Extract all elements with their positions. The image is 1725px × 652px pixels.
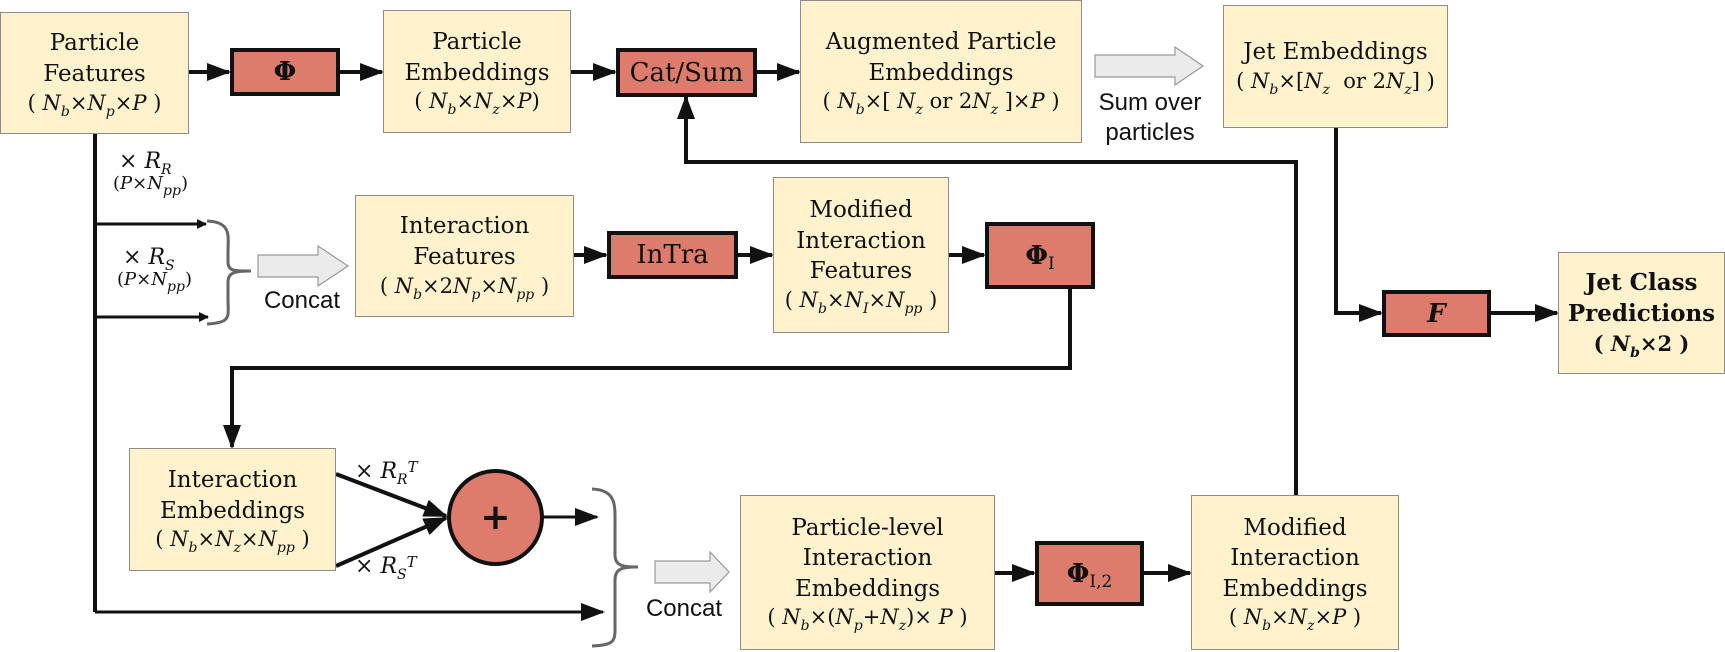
dims-label: ( Nb×Nz×Npp ): [155, 527, 310, 557]
operator-cat-sum: Cat/Sum: [616, 48, 757, 97]
title-line: Augmented Particle: [825, 28, 1057, 55]
title-line: Embeddings: [1222, 575, 1368, 602]
node-modified-interaction-embeddings: Modified Interaction Embeddings ( Nb×Nz×…: [1191, 495, 1399, 650]
node-jet-embeddings: Jet Embeddings ( Nb×[Nz or 2Nz] ): [1223, 5, 1448, 128]
node-particle-features: Particle Features ( Nb×Np×P ): [0, 12, 189, 134]
title-line: Modified: [809, 197, 913, 224]
dims-label: ( Nb×[ Nz or 2Nz ]×P ): [822, 89, 1060, 119]
title-line: Interaction: [796, 227, 926, 254]
dims-label: ( Nb×NI×Npp ): [784, 287, 938, 317]
arrow-jet-to-f: [1334, 127, 1383, 322]
phi-i-subscript: I: [1047, 253, 1055, 274]
title-line: Interaction: [1230, 545, 1360, 572]
intra-label: InTra: [636, 240, 709, 270]
node-interaction-embeddings: Interaction Embeddings ( Nb×Nz×Npp ): [129, 448, 336, 571]
arrow-ie-rr: [335, 472, 448, 518]
wide-arrow-sum-over: [1094, 45, 1205, 87]
brace-bottom: [591, 487, 639, 648]
node-particle-embeddings: Particle Embeddings ( Nb×Nz×P): [383, 10, 571, 133]
title-line: Particle: [49, 30, 140, 57]
label-line: particles: [1105, 119, 1195, 146]
node-modified-interaction-features: Modified Interaction Features ( Nb×NI×Np…: [773, 177, 949, 333]
arrow-phii-to-ie: [223, 288, 1072, 449]
dims-label: ( Nb×2Np×Npp ): [379, 273, 550, 303]
dims-label: ( Nb×Nz×P ): [1228, 605, 1362, 635]
operator-phi: Φ: [230, 48, 340, 96]
phi-i2-symbol: Φ: [1066, 558, 1090, 589]
label-rs-transpose: × RST: [355, 553, 417, 583]
brace-top: [206, 219, 252, 326]
label-rs: × RS (P×Npp): [117, 245, 192, 296]
title-line: Embeddings: [159, 497, 306, 524]
operator-plus: +: [447, 469, 544, 566]
node-jet-class-predictions: Jet Class Predictions ( Nb×2 ): [1558, 252, 1725, 374]
title-line: Interaction: [399, 213, 530, 240]
title-line: Interaction: [802, 545, 933, 572]
label-rr: × RR (P×Npp): [113, 149, 188, 200]
dims-label: ( Nb×2 ): [1593, 330, 1690, 361]
title-line: Particle: [432, 28, 522, 55]
title-line: Features: [413, 244, 516, 271]
label-concat-top: Concat: [263, 287, 341, 314]
arrow-ie-rs: [335, 516, 448, 568]
title-line: Embeddings: [404, 59, 550, 86]
node-augmented-particle-embeddings: Augmented Particle Embeddings ( Nb×[ Nz …: [800, 0, 1082, 143]
operator-intra: InTra: [607, 231, 738, 279]
dims-label: ( Nb×(Np+Nz)× P ): [767, 605, 968, 635]
title-line: Particle-level: [791, 514, 944, 541]
title-line: Embeddings: [868, 59, 1014, 86]
label-rr-transpose: × RRT: [355, 458, 418, 488]
dims-label: ( Nb×Np×P ): [27, 90, 162, 120]
label-sum-over-particles: Sum over particles: [1085, 88, 1215, 148]
phi-i2-subscript: I,2: [1089, 571, 1113, 592]
arrow-feedback-to-catsum: [677, 95, 1298, 495]
dims-label: ( Nb×[Nz or 2Nz] ): [1236, 68, 1435, 98]
phi-symbol: Φ: [273, 57, 297, 87]
operator-f: F: [1382, 290, 1491, 337]
f-label: F: [1427, 298, 1446, 329]
label-line: Sum over: [1098, 89, 1202, 116]
dims-label: ( Nb×Nz×P): [414, 89, 540, 119]
cat-sum-label: Cat/Sum: [629, 57, 744, 88]
node-particle-level-interaction-embeddings: Particle-level Interaction Embeddings ( …: [740, 495, 995, 650]
label-concat-bottom: Concat: [645, 595, 723, 622]
title-line: Embeddings: [794, 575, 941, 602]
wide-arrow-concat-top: [257, 244, 350, 288]
plus-icon: +: [480, 497, 511, 538]
phi-i-symbol: Φ: [1025, 240, 1048, 271]
title-line: Jet Embeddings: [1243, 39, 1428, 66]
title-line: Modified: [1243, 514, 1347, 541]
node-interaction-features: Interaction Features ( Nb×2Np×Npp ): [355, 195, 574, 317]
wide-arrow-concat-bottom: [654, 550, 730, 594]
title-line: Jet Class: [1585, 269, 1698, 297]
title-line: Predictions: [1567, 300, 1716, 328]
title-line: Interaction: [167, 466, 298, 493]
title-line: Features: [43, 61, 146, 88]
title-line: Features: [809, 258, 913, 285]
